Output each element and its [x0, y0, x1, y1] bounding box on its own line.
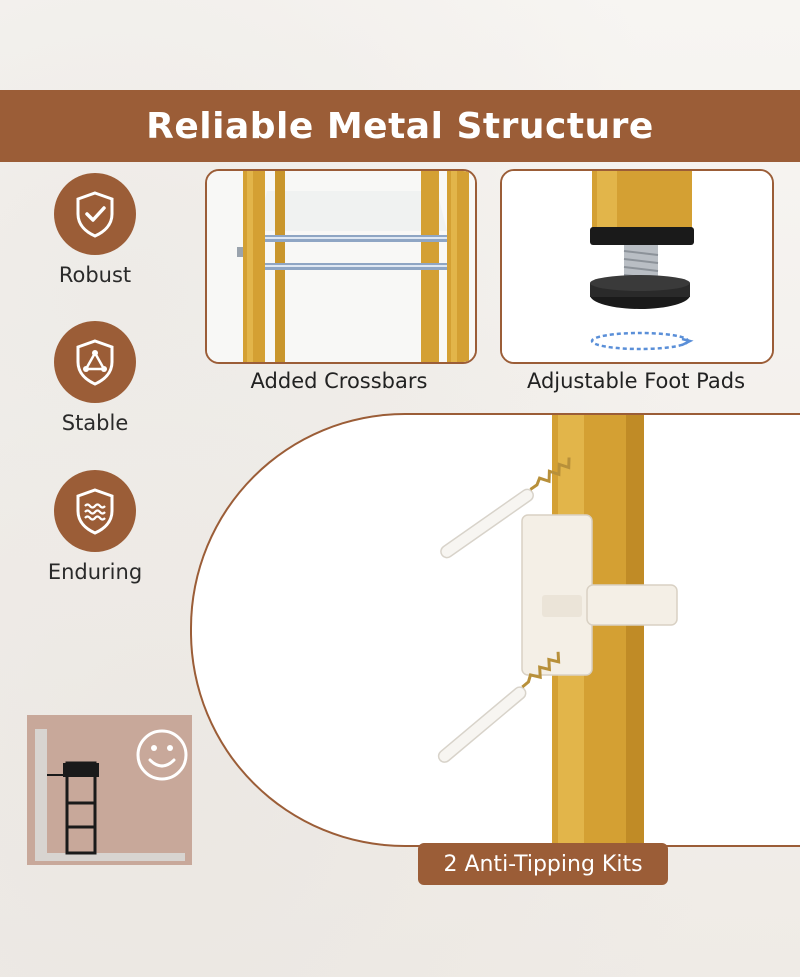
- shield-check-icon: [54, 173, 136, 255]
- shield-triangle-icon: [54, 321, 136, 403]
- crossbars-caption: Added Crossbars: [250, 369, 428, 393]
- wall-anchoring-illustration: [27, 715, 192, 865]
- feature-label-stable: Stable: [61, 411, 129, 435]
- feature-label-enduring: Enduring: [47, 560, 143, 584]
- smiley-face-icon: [136, 729, 188, 781]
- foot-pads-photo: [500, 169, 774, 364]
- anti-tipping-kit-illustration: [437, 415, 678, 845]
- anti-tipping-label: 2 Anti-Tipping Kits: [418, 843, 668, 885]
- feature-label-robust: Robust: [58, 263, 132, 287]
- shield-waves-icon: [54, 470, 136, 552]
- title-banner: Reliable Metal Structure: [0, 90, 800, 162]
- crossbars-photo: [205, 169, 477, 364]
- feature-enduring: Enduring: [40, 470, 150, 584]
- banner-title: Reliable Metal Structure: [146, 105, 654, 147]
- foot-pad-illustration: [502, 171, 772, 362]
- anti-tipping-panel: [190, 413, 800, 847]
- crossbars-illustration: [207, 171, 475, 362]
- wall-anchoring-thumbnail: [27, 715, 192, 865]
- feature-robust: Robust: [40, 173, 150, 287]
- feature-stable: Stable: [40, 321, 150, 435]
- foot-pads-caption: Adjustable Foot Pads: [526, 369, 746, 393]
